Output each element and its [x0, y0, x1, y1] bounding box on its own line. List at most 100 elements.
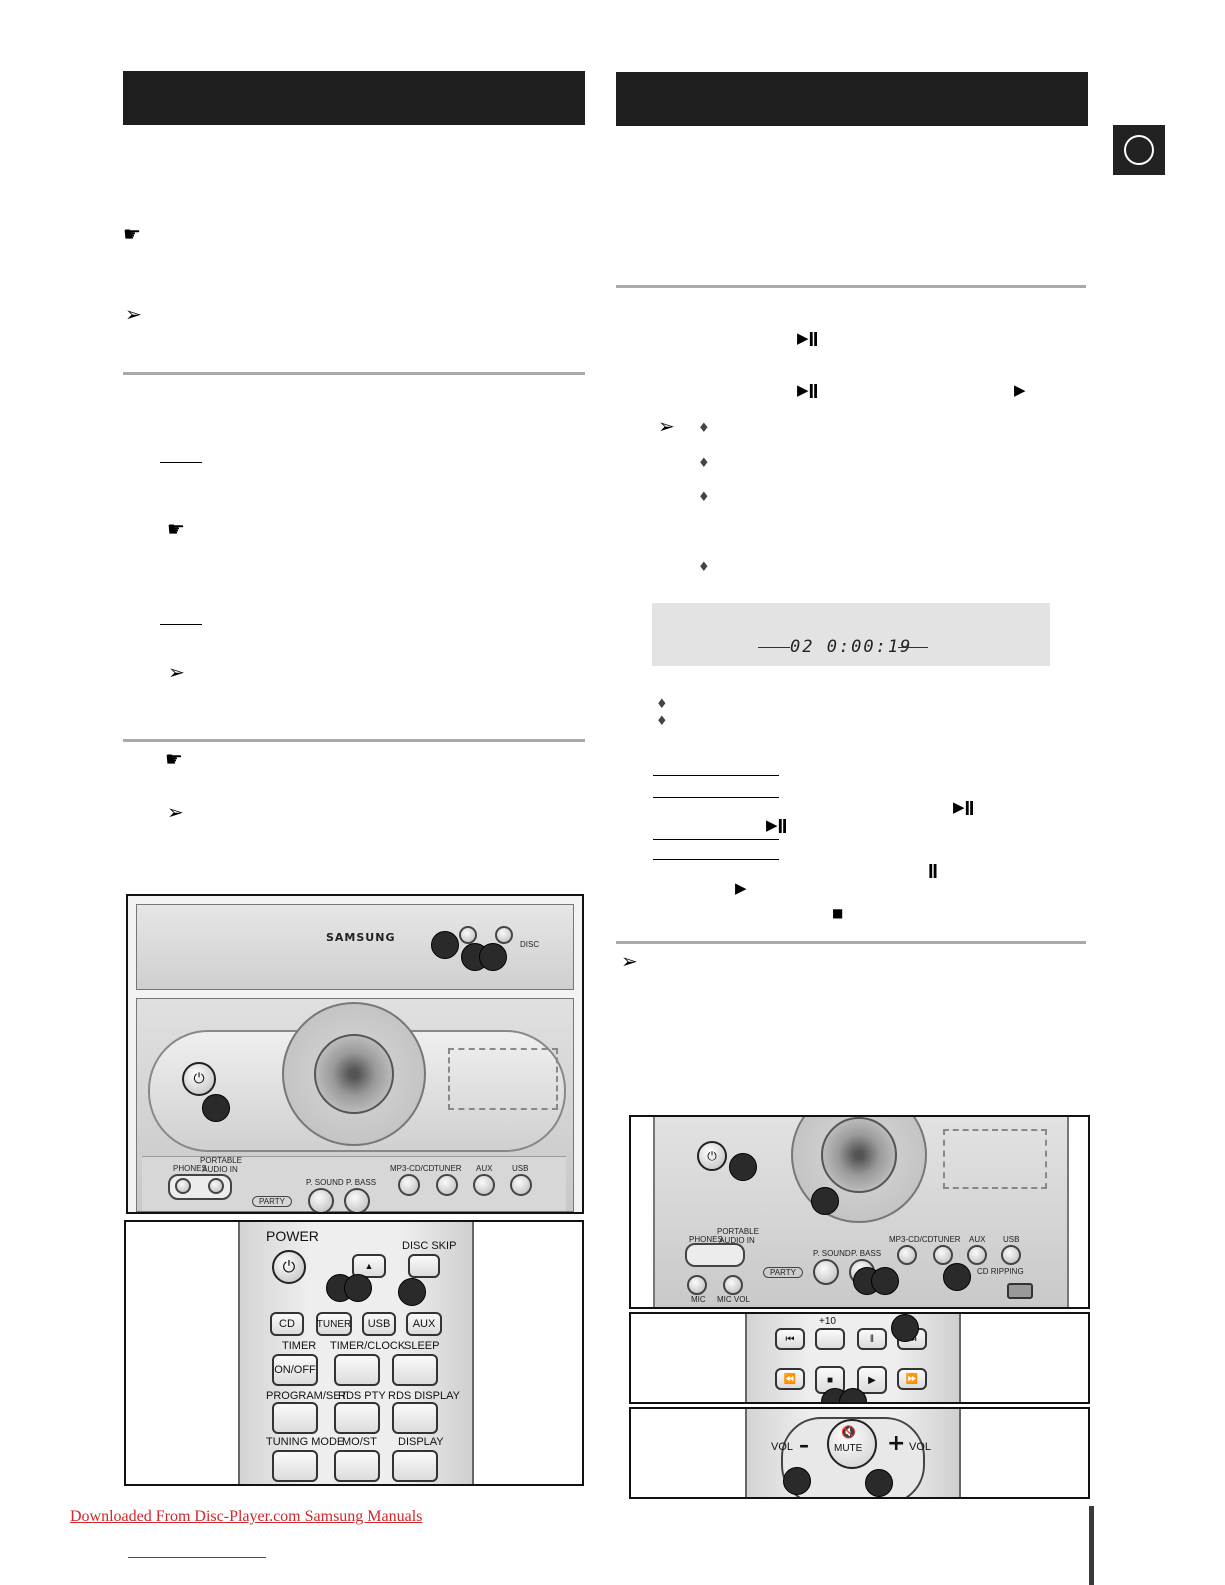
usb-button[interactable]	[510, 1174, 532, 1196]
prev-track-button[interactable]: ⏮	[775, 1328, 805, 1350]
sleep-label: SLEEP	[404, 1340, 440, 1352]
callout-marker	[729, 1153, 757, 1181]
disc-skip-remote-button[interactable]	[408, 1254, 440, 1278]
tuner-remote-button[interactable]: TUNER	[316, 1312, 352, 1336]
disc-label: DISC	[520, 940, 540, 949]
note-icon: ☛	[123, 222, 141, 246]
cd-button[interactable]: CD	[270, 1312, 304, 1336]
timer-on-off-button[interactable]: ON/OFF	[272, 1354, 318, 1386]
mute-label: MUTE	[834, 1443, 863, 1454]
vol-minus-button[interactable]: –	[799, 1433, 809, 1457]
volume-knob[interactable]	[821, 1117, 897, 1193]
jack-group	[685, 1243, 745, 1267]
tuner-button[interactable]	[933, 1245, 953, 1265]
power-button[interactable]: ⏻	[182, 1062, 216, 1096]
p-sound-button[interactable]	[308, 1188, 334, 1212]
footer-underline-link	[128, 1557, 266, 1558]
callout-marker	[202, 1094, 230, 1122]
rds-display-button[interactable]	[392, 1402, 438, 1434]
usb-port	[1007, 1283, 1033, 1299]
rewind-button[interactable]: ⏪	[775, 1368, 805, 1390]
callout-marker	[344, 1274, 372, 1302]
mo-st-button[interactable]	[334, 1450, 380, 1482]
p-sound-button[interactable]	[813, 1259, 839, 1285]
bullet: ♦	[698, 560, 710, 575]
display-button[interactable]	[392, 1450, 438, 1482]
pause-icon: ǁ	[928, 861, 938, 879]
remote-illustration-2: +10 ⏮ ǁ ⏭ ⏪ ■ ▶ ⏩	[629, 1312, 1090, 1404]
left-section-header	[123, 71, 585, 125]
underline-2	[160, 624, 202, 625]
tuning-mode-button[interactable]	[272, 1450, 318, 1482]
phones-label: PHONES	[173, 1164, 207, 1173]
aux-button[interactable]	[473, 1174, 495, 1196]
aux-button[interactable]	[967, 1245, 987, 1265]
usb-remote-button[interactable]: USB	[362, 1312, 396, 1336]
eject-button[interactable]: ▲	[352, 1254, 386, 1278]
aux-remote-button[interactable]: AUX	[406, 1312, 442, 1336]
mic-vol-knob[interactable]	[723, 1275, 743, 1295]
display-window	[943, 1129, 1047, 1189]
aux-label: AUX	[969, 1235, 986, 1244]
plus10-label: +10	[819, 1316, 836, 1327]
plus10-button[interactable]	[815, 1328, 845, 1350]
fast-forward-button[interactable]: ⏩	[897, 1368, 927, 1390]
power-label: POWER	[266, 1228, 319, 1244]
timer-clock-button[interactable]	[334, 1354, 380, 1386]
tip-icon: ➢	[168, 660, 185, 684]
play-icon: ▶	[1014, 381, 1026, 399]
pause-button[interactable]: ǁ	[857, 1328, 887, 1350]
tuner-label: TUNER	[434, 1164, 462, 1173]
callout-marker	[943, 1263, 971, 1291]
display-line-left	[758, 647, 790, 648]
remote-illustration-3: VOL – 🔇 MUTE + VOL	[629, 1407, 1090, 1499]
download-source-link[interactable]: Downloaded From Disc-Player.com Samsung …	[70, 1508, 423, 1525]
p-bass-label: P. BASS	[851, 1249, 882, 1258]
timer-clock-label: TIMER/CLOCK	[330, 1340, 406, 1352]
volume-knob[interactable]	[314, 1034, 394, 1114]
play-pause-icon: ▶ǁ	[766, 816, 788, 834]
open-close-button[interactable]	[459, 926, 477, 944]
p-bass-button[interactable]	[344, 1188, 370, 1212]
rds-pty-button[interactable]	[334, 1402, 380, 1434]
mic-label: MIC	[691, 1295, 706, 1304]
mute-button[interactable]	[827, 1419, 877, 1469]
usb-button[interactable]	[1001, 1245, 1021, 1265]
display-line-right	[898, 647, 928, 648]
display-window	[448, 1048, 558, 1110]
right-divider-1	[616, 285, 1086, 288]
note-icon: ☛	[165, 747, 183, 771]
cd-play-pause-button[interactable]	[897, 1245, 917, 1265]
program-set-button[interactable]	[272, 1402, 318, 1434]
cd-play-pause-button[interactable]	[398, 1174, 420, 1196]
bullet: ♦	[656, 714, 668, 729]
play-icon: ▶	[735, 879, 747, 897]
note-icon: ☛	[167, 517, 185, 541]
underline-6	[653, 859, 779, 860]
vol-plus-button[interactable]: +	[887, 1431, 906, 1456]
callout-marker	[431, 931, 459, 959]
mic-jack	[687, 1275, 707, 1295]
disc-skip-button[interactable]	[495, 926, 513, 944]
bullet: ♦	[698, 490, 710, 505]
brand-logo: SAMSUNG	[326, 931, 396, 944]
party-label: PARTY	[763, 1267, 803, 1278]
usb-label: USB	[1003, 1235, 1020, 1244]
remote-power-button[interactable]: ⏻	[272, 1250, 306, 1284]
play-pause-icon: ▶ǁ	[797, 329, 819, 347]
unit-illustration-2: ⏻ PHONES PORTABLE AUDIO IN PARTY P. SOUN…	[629, 1115, 1090, 1309]
tip-icon: ➢	[658, 414, 675, 438]
tuner-button[interactable]	[436, 1174, 458, 1196]
mo-st-label: MO/ST	[342, 1436, 377, 1448]
mic-vol-label: MIC VOL	[717, 1295, 750, 1304]
cd-ripping-label: CD RIPPING	[977, 1267, 1024, 1276]
sleep-button[interactable]	[392, 1354, 438, 1386]
play-button[interactable]: ▶	[857, 1366, 887, 1394]
phones-jack	[175, 1178, 191, 1194]
aux-label: AUX	[476, 1164, 493, 1173]
play-pause-icon: ▶ǁ	[797, 381, 819, 399]
power-button[interactable]: ⏻	[697, 1141, 727, 1171]
timer-label: TIMER	[282, 1340, 317, 1352]
disc-skip-label: DISC SKIP	[402, 1240, 457, 1252]
vol-plus-label: VOL	[909, 1441, 932, 1453]
